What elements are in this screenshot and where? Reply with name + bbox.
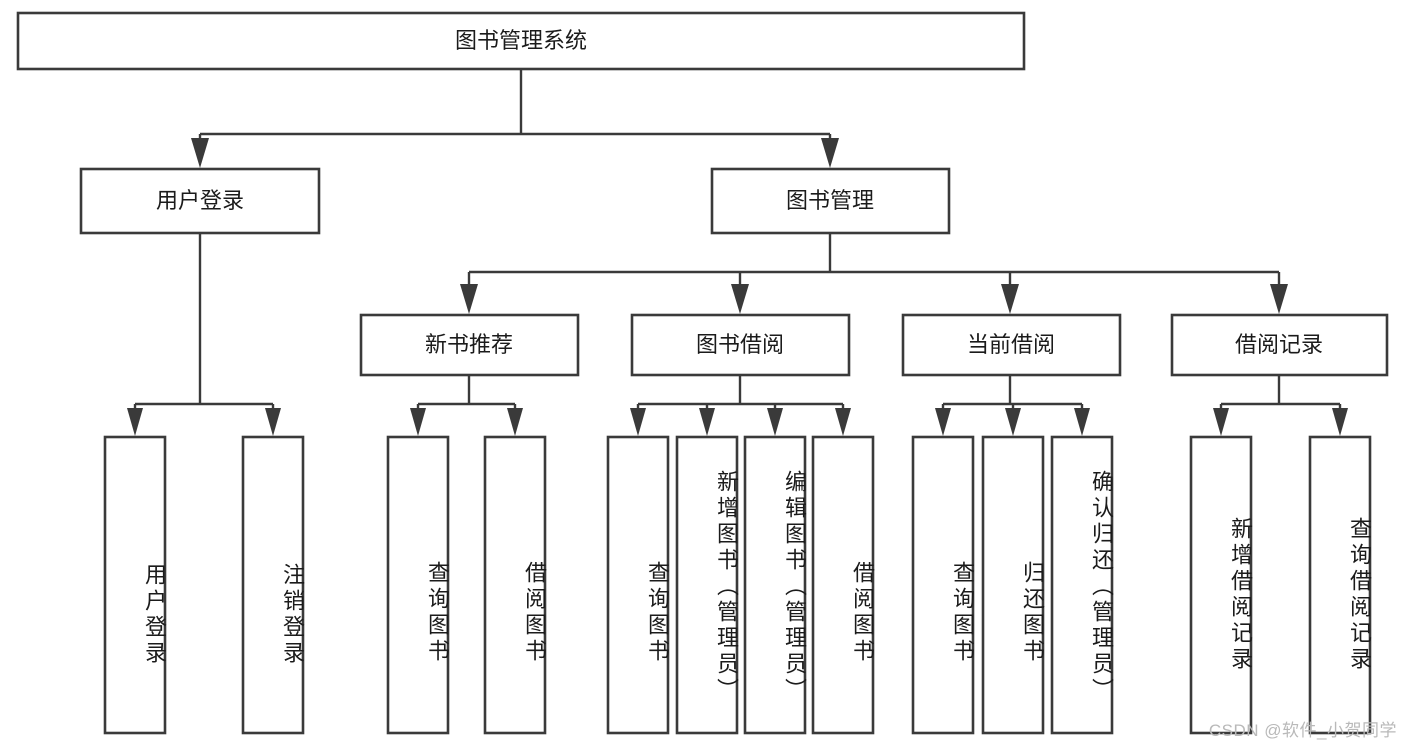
node-borrow-record[interactable] [1170, 313, 1389, 377]
arrow-head-leaf-add-book [699, 408, 715, 436]
node-leaf-query-book-2[interactable] [606, 435, 670, 735]
node-leaf-add-book[interactable] [675, 435, 739, 735]
node-root[interactable] [16, 11, 1026, 71]
arrow-head-borrow-record [1270, 284, 1288, 314]
node-leaf-user-login[interactable] [103, 435, 167, 735]
connector-group-root [191, 69, 839, 168]
connector-group-book-management [460, 233, 1288, 314]
node-leaf-edit-book[interactable] [743, 435, 807, 735]
node-current-borrow-label: 当前借阅 [967, 332, 1055, 357]
node-current-borrow[interactable] [901, 313, 1122, 377]
node-leaf-query-book-1[interactable] [386, 435, 450, 735]
node-leaf-query-record[interactable] [1308, 435, 1372, 735]
node-leaf-return-book[interactable] [981, 435, 1045, 735]
node-leaf-borrow-book-1[interactable] [483, 435, 547, 735]
arrow-head-leaf-query-record [1332, 408, 1348, 436]
node-book-borrow[interactable] [630, 313, 851, 377]
node-new-book-recommend[interactable] [359, 313, 580, 377]
arrow-head-leaf-user-login [127, 408, 143, 436]
node-leaf-borrow-book-2[interactable] [811, 435, 875, 735]
node-user-login-label: 用户登录 [156, 188, 244, 213]
node-leaf-confirm-return[interactable] [1050, 435, 1114, 735]
arrow-head-book-borrow [731, 284, 749, 314]
node-borrow-record-label: 借阅记录 [1235, 332, 1323, 357]
arrow-head-new-book-recommend [460, 284, 478, 314]
arrow-head-leaf-query-book-2 [630, 408, 646, 436]
arrow-head-user-login [191, 138, 209, 168]
node-leaf-query-book-3[interactable] [911, 435, 975, 735]
node-leaf-logout[interactable] [241, 435, 305, 735]
arrow-head-leaf-borrow-book-1 [507, 408, 523, 436]
connector-group-new-book-recommend [410, 375, 523, 436]
arrow-head-leaf-query-book-1 [410, 408, 426, 436]
arrow-head-leaf-query-book-3 [935, 408, 951, 436]
arrow-head-current-borrow [1001, 284, 1019, 314]
arrow-head-leaf-logout [265, 408, 281, 436]
arrow-head-leaf-add-record [1213, 408, 1229, 436]
node-user-login[interactable] [79, 167, 321, 235]
node-new-book-recommend-label: 新书推荐 [425, 332, 513, 357]
connector-group-borrow-record [1213, 375, 1348, 436]
node-book-management-label: 图书管理 [786, 188, 874, 213]
node-leaf-add-record[interactable] [1189, 435, 1253, 735]
node-book-management[interactable] [710, 167, 951, 235]
connector-group-user-login [127, 233, 281, 436]
arrow-head-leaf-return-book [1005, 408, 1021, 436]
arrow-head-leaf-edit-book [767, 408, 783, 436]
csdn-watermark: CSDN @软件_小贺同学 [1208, 721, 1397, 740]
connector-group-book-borrow [630, 375, 851, 436]
node-root-label: 图书管理系统 [455, 28, 587, 53]
arrow-head-book-management [821, 138, 839, 168]
connector-group-current-borrow [935, 375, 1090, 436]
node-book-borrow-label: 图书借阅 [696, 332, 784, 357]
arrow-head-leaf-confirm-return [1074, 408, 1090, 436]
arrow-head-leaf-borrow-book-2 [835, 408, 851, 436]
